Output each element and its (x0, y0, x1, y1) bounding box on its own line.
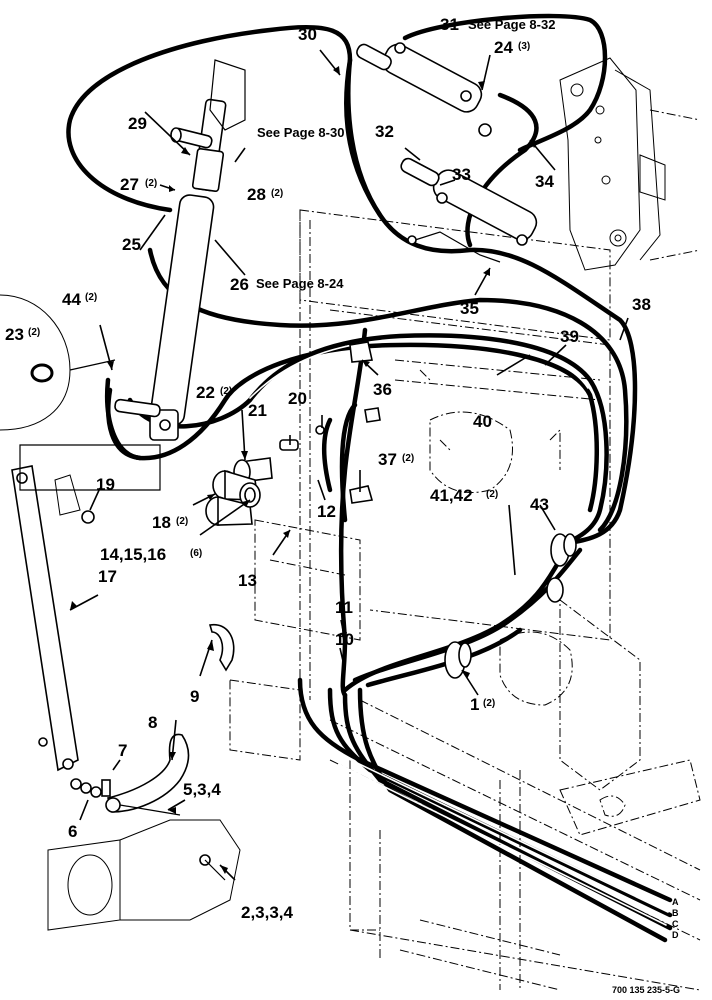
lever-8 (105, 733, 190, 816)
callout-2-3-3-4: 2,3,3,4 (241, 903, 294, 922)
callout-23-qty: (2) (28, 327, 40, 338)
callout-5-3-4: 5,3,4 (183, 780, 221, 799)
callout-34: 34 (535, 172, 554, 191)
arrowheads (70, 66, 538, 874)
callouts: 23 (2) 44 (2) 29 30 31 See Page 8-32 24 … (5, 15, 680, 995)
callout-26: 26 (230, 275, 249, 294)
callout-28-qty: (2) (271, 188, 283, 199)
callout-1-qty: (2) (483, 698, 495, 709)
callout-7: 7 (118, 741, 127, 760)
callout-37: 37 (378, 450, 397, 469)
callout-8: 8 (148, 713, 157, 732)
callout-24-qty: (3) (518, 41, 530, 52)
o-ring-23 (30, 363, 54, 383)
cylinder-31 (356, 42, 492, 137)
callout-18: 18 (152, 513, 171, 532)
clamp-43 (546, 533, 577, 603)
seal-kit-parts (205, 425, 325, 526)
washer-stack (38, 737, 111, 798)
callout-22: 22 (196, 383, 215, 402)
callout-41-42-qty: (2) (486, 489, 498, 500)
callout-32: 32 (375, 122, 394, 141)
callout-37-qty: (2) (402, 453, 414, 464)
callout-25: 25 (122, 235, 141, 254)
callout-14: 14,15,16 (100, 545, 166, 564)
callout-18-qty: (2) (176, 516, 188, 527)
callout-19: 19 (96, 475, 115, 494)
bracket-9 (208, 624, 235, 672)
o-ring-detail (0, 294, 116, 431)
callout-17: 17 (98, 567, 117, 586)
callout-1: 1 (470, 695, 479, 714)
callout-11: 11 (335, 598, 353, 617)
callout-12: 12 (317, 502, 336, 521)
callout-36: 36 (373, 380, 392, 399)
callout-40: 40 (473, 412, 492, 431)
callout-27-qty: (2) (145, 178, 157, 189)
callout-21: 21 (248, 401, 267, 420)
callout-20: 20 (288, 389, 307, 408)
callout-44-qty: (2) (85, 292, 97, 303)
clamp-1 (444, 641, 472, 679)
callout-31: 31 (440, 15, 459, 34)
callout-41-42: 41,42 (430, 486, 473, 505)
cylinder-33 (400, 157, 538, 263)
ref-page-8-32: See Page 8-32 (468, 17, 555, 32)
ref-page-8-30: See Page 8-30 (257, 125, 344, 140)
hose-end-c: C (672, 919, 679, 929)
mounting-plate (559, 57, 701, 271)
clamps-36-37 (349, 341, 381, 504)
pin-bottom (114, 398, 161, 418)
bottom-bracket (47, 819, 241, 931)
callout-35: 35 (460, 299, 479, 318)
callout-23: 23 (5, 325, 24, 344)
callout-22-qty: (2) (220, 386, 232, 397)
callout-38: 38 (632, 295, 651, 314)
callout-14-qty: (6) (190, 548, 202, 559)
ref-page-8-24: See Page 8-24 (256, 276, 344, 291)
callout-13: 13 (238, 571, 257, 590)
callout-10: 10 (335, 630, 354, 649)
link-arm-17 (11, 465, 79, 772)
cylinder-26 (149, 59, 246, 441)
figure-code: 700 135 235-5-G (612, 985, 680, 995)
callout-9: 9 (190, 687, 199, 706)
callout-6: 6 (68, 822, 77, 841)
callout-24: 24 (494, 38, 513, 57)
washer-19 (19, 444, 161, 524)
callout-33: 33 (452, 165, 471, 184)
callout-39: 39 (560, 327, 579, 346)
hose-end-b: B (672, 908, 679, 918)
hose-end-d: D (672, 930, 679, 940)
callout-43: 43 (530, 495, 549, 514)
callout-30: 30 (298, 25, 317, 44)
callout-28: 28 (247, 185, 266, 204)
hose-end-a: A (672, 897, 679, 907)
callout-27: 27 (120, 175, 139, 194)
hydraulic-hoses (66, 13, 673, 943)
callout-44: 44 (62, 290, 81, 309)
callout-29: 29 (128, 114, 147, 133)
